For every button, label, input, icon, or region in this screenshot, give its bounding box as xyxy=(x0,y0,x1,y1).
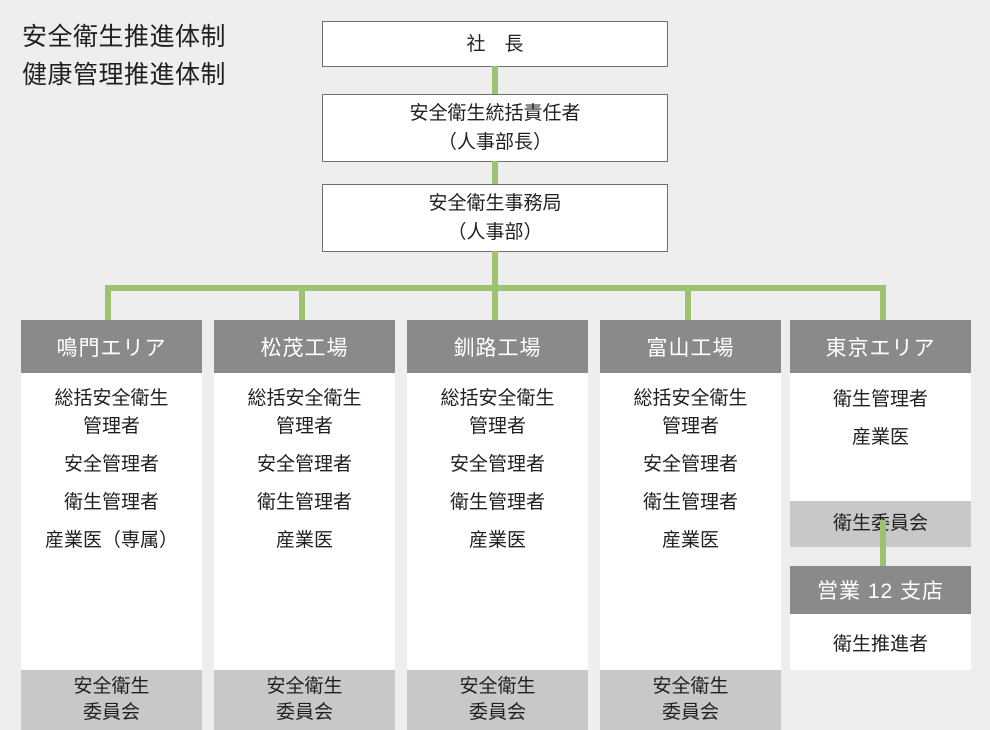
connector-drop-unit-4 xyxy=(685,285,691,321)
committee-toyama: 安全衛生 委員会 xyxy=(600,670,781,730)
unit-header-naruto: 鳴門エリア xyxy=(21,320,202,373)
role-health-manager: 衛生管理者 xyxy=(63,492,159,513)
unit-body-toyama: 総括安全衛生 管理者 安全管理者 衛生管理者 産業医 xyxy=(600,373,781,623)
unit-header-kushiro: 釧路工場 xyxy=(407,320,588,373)
committee-matsushige-line-1: 安全衛生 xyxy=(266,676,343,697)
node-safety-chief-line-2: （人事部長） xyxy=(437,132,552,153)
node-president-label: 社 長 xyxy=(466,33,524,55)
node-safety-office-line-1: 安全衛生事務局 xyxy=(428,193,562,214)
role-health-manager: 衛生管理者 xyxy=(832,389,928,410)
role-safety-manager: 安全管理者 xyxy=(63,454,159,475)
role-safety-manager: 安全管理者 xyxy=(449,454,545,475)
node-safety-chief-label: 安全衛生統括責任者 （人事部長） xyxy=(409,99,580,157)
role-general-manager: 総括安全衛生 管理者 xyxy=(220,385,389,441)
unit-header-matsushige: 松茂工場 xyxy=(214,320,395,373)
unit-spacer-toyama xyxy=(600,623,781,670)
committee-matsushige: 安全衛生 委員会 xyxy=(214,670,395,730)
role-safety-manager: 安全管理者 xyxy=(256,454,352,475)
node-safety-chief-line-1: 安全衛生統括責任者 xyxy=(409,103,581,124)
unit-body-tokyo: 衛生管理者 産業医 xyxy=(790,373,971,501)
unit-column-naruto: 鳴門エリア 総括安全衛生 管理者 安全管理者 衛生管理者 産業医（専属） 安全衛… xyxy=(21,320,202,730)
role-occupational-physician: 産業医（専属） xyxy=(44,530,178,551)
unit-column-matsushige: 松茂工場 総括安全衛生 管理者 安全管理者 衛生管理者 産業医 安全衛生 委員会 xyxy=(214,320,395,730)
committee-kushiro-line-1: 安全衛生 xyxy=(459,676,536,697)
unit-header-tokyo: 東京エリア xyxy=(790,320,971,373)
committee-naruto: 安全衛生 委員会 xyxy=(21,670,202,730)
chart-title: 安全衛生推進体制 健康管理推進体制 xyxy=(22,18,312,94)
role-general-manager-line-2: 管理者 xyxy=(82,416,140,437)
node-president: 社 長 xyxy=(322,21,668,67)
unit-column-toyama: 富山工場 総括安全衛生 管理者 安全管理者 衛生管理者 産業医 安全衛生 委員会 xyxy=(600,320,781,730)
unit-spacer-naruto xyxy=(21,623,202,670)
branch-header-sales: 営業 12 支店 xyxy=(790,566,971,614)
connector-office-to-bus xyxy=(492,251,498,288)
node-safety-office-label: 安全衛生事務局 （人事部） xyxy=(428,189,561,247)
role-occupational-physician: 産業医 xyxy=(851,427,909,448)
committee-toyama-line-1: 安全衛生 xyxy=(652,676,729,697)
branch-body-sales: 衛生推進者 xyxy=(790,614,971,670)
connector-drop-unit-2 xyxy=(299,285,305,321)
unit-spacer-kushiro xyxy=(407,623,588,670)
role-health-promoter: 衛生推進者 xyxy=(832,633,928,655)
unit-body-kushiro: 総括安全衛生 管理者 安全管理者 衛生管理者 産業医 xyxy=(407,373,588,623)
connector-drop-unit-5 xyxy=(880,285,886,321)
connector-president-to-chief xyxy=(492,66,498,95)
connector-drop-unit-1 xyxy=(105,285,111,321)
node-safety-chief: 安全衛生統括責任者 （人事部長） xyxy=(322,94,668,162)
role-general-manager-line-2: 管理者 xyxy=(468,416,526,437)
role-health-manager: 衛生管理者 xyxy=(642,492,738,513)
role-general-manager: 総括安全衛生 管理者 xyxy=(413,385,582,441)
unit-body-matsushige: 総括安全衛生 管理者 安全管理者 衛生管理者 産業医 xyxy=(214,373,395,623)
connector-drop-unit-3 xyxy=(492,285,498,321)
connector-tokyo-to-branch xyxy=(880,520,886,566)
role-occupational-physician: 産業医 xyxy=(275,530,333,551)
role-health-manager: 衛生管理者 xyxy=(449,492,545,513)
committee-kushiro: 安全衛生 委員会 xyxy=(407,670,588,730)
node-sales-branches: 営業 12 支店 衛生推進者 xyxy=(790,566,971,670)
unit-body-naruto: 総括安全衛生 管理者 安全管理者 衛生管理者 産業医（専属） xyxy=(21,373,202,623)
node-safety-office: 安全衛生事務局 （人事部） xyxy=(322,184,668,252)
role-general-manager-line-2: 管理者 xyxy=(661,416,719,437)
role-general-manager: 総括安全衛生 管理者 xyxy=(27,385,196,441)
unit-spacer-matsushige xyxy=(214,623,395,670)
role-safety-manager: 安全管理者 xyxy=(642,454,738,475)
role-general-manager-line-2: 管理者 xyxy=(275,416,333,437)
role-general-manager: 総括安全衛生 管理者 xyxy=(606,385,775,441)
role-occupational-physician: 産業医 xyxy=(661,530,719,551)
role-health-manager: 衛生管理者 xyxy=(256,492,352,513)
unit-header-toyama: 富山工場 xyxy=(600,320,781,373)
node-safety-office-line-2: （人事部） xyxy=(447,222,543,243)
unit-column-kushiro: 釧路工場 総括安全衛生 管理者 安全管理者 衛生管理者 産業医 安全衛生 委員会 xyxy=(407,320,588,730)
org-chart: 安全衛生推進体制 健康管理推進体制 社 長 安全衛生統括責任者 （人事部長） 安… xyxy=(21,18,971,730)
role-general-manager-line-1: 総括安全衛生 xyxy=(633,388,748,409)
role-general-manager-line-1: 総括安全衛生 xyxy=(247,388,362,409)
role-general-manager-line-1: 総括安全衛生 xyxy=(54,388,169,409)
role-general-manager-line-1: 総括安全衛生 xyxy=(440,388,555,409)
title-line-2: 健康管理推進体制 xyxy=(22,61,227,89)
role-occupational-physician: 産業医 xyxy=(468,530,526,551)
connector-chief-to-office xyxy=(492,161,498,185)
title-line-1: 安全衛生推進体制 xyxy=(22,23,227,51)
committee-naruto-line-1: 安全衛生 xyxy=(73,676,150,697)
